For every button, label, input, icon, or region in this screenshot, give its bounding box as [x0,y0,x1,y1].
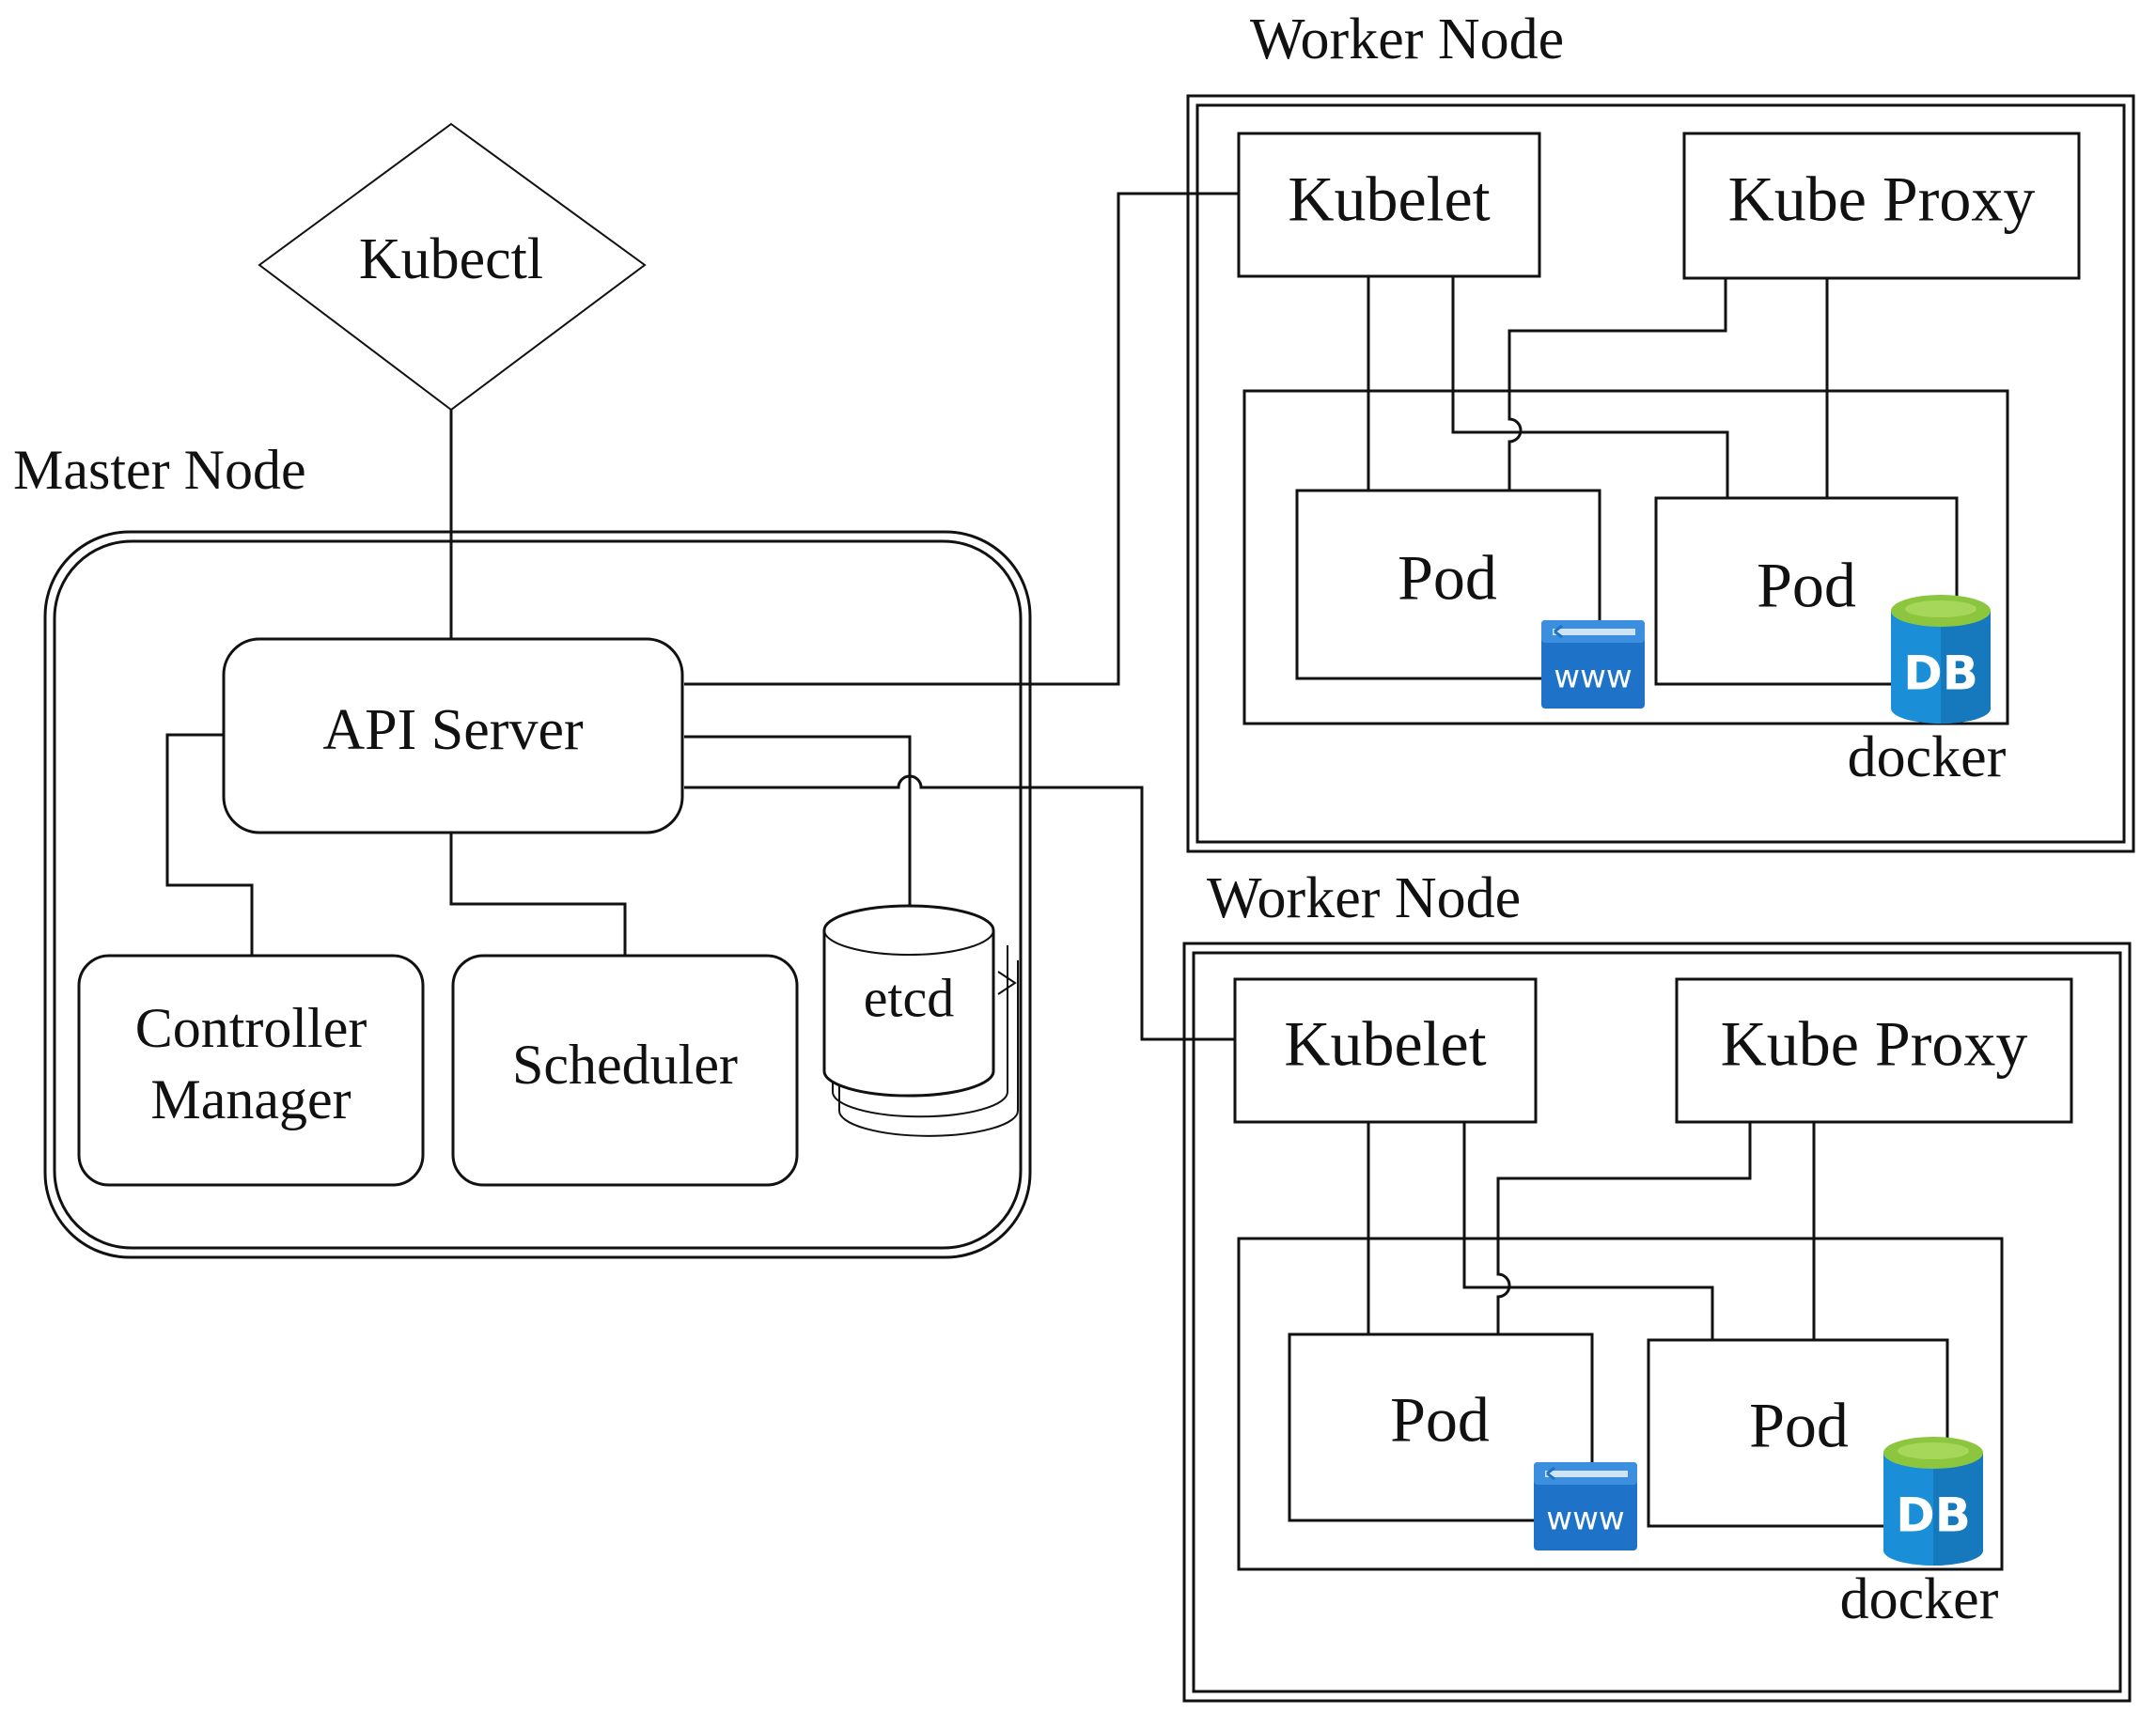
worker-1-docker-container [1242,389,2009,725]
controller-manager[interactable]: Controller Manager [77,954,425,1187]
worker-2-kubelet-to-pod-b-line [1462,1122,1714,1340]
worker-2-docker-label: docker [1840,1567,1999,1631]
worker-node-1-title: Worker Node [1250,8,1564,71]
worker-2-kubelet[interactable]: Kubelet [1233,977,1538,1124]
db-icon: DB [1883,1437,1983,1566]
api-to-scheduler-line [449,833,627,956]
api-to-etcd-line [684,735,912,921]
api-to-worker1-kubelet-line [684,192,1239,686]
www-icon: www [1541,620,1645,709]
api-to-controller-line [165,733,254,956]
worker-1-kube-proxy[interactable]: Kube Proxy [1682,132,2081,280]
controller-manager-label-line2: Manager [150,1068,351,1130]
www-icon: www [1534,1462,1637,1550]
etcd-datastore[interactable]: etcd [822,904,1019,1137]
db-icon-label: DB [1896,1488,1971,1543]
etcd-layer-2 [832,945,1008,1118]
master-node-title: Master Node [13,439,306,501]
master-node-frame [43,530,1032,1259]
www-icon-label: www [1546,1501,1624,1538]
worker-2-pod-b-label: Pod [1749,1390,1849,1461]
worker-2-kube-proxy[interactable]: Kube Proxy [1675,977,2073,1124]
api-server-label: API Server [322,698,584,762]
scheduler[interactable]: Scheduler [451,954,799,1187]
kubectl-label: Kubectl [359,227,543,291]
api-server[interactable]: API Server [222,637,684,834]
worker-2-docker-container [1237,1237,2004,1571]
worker-2-kube-proxy-label: Kube Proxy [1721,1008,2028,1080]
db-icon-label: DB [1903,647,1978,701]
db-icon: DB [1891,595,1991,724]
worker-node-1: Kubelet Kube Proxy Pod Pod www [1186,94,2135,853]
etcd-layer-3 [838,960,1019,1137]
worker-2-proxy-to-pod-a-line [1496,1122,1752,1334]
api-to-worker2-kubelet-line [684,774,1235,1041]
worker-node-2: Kubelet Kube Proxy Pod Pod www DB [1182,942,2132,1703]
controller-manager-label-line1: Controller [135,997,367,1059]
etcd-cylinder-body [822,904,995,1098]
worker-1-kube-proxy-label: Kube Proxy [1728,164,2036,235]
www-icon-label: www [1554,659,1632,696]
worker-1-kubelet-to-pod-b-line [1451,276,1729,498]
etcd-label: etcd [864,967,955,1028]
worker-2-kubelet-label: Kubelet [1284,1008,1486,1080]
worker-1-docker-label: docker [1848,725,2007,789]
worker-node-2-title: Worker Node [1207,866,1521,930]
worker-1-pod-b-label: Pod [1757,550,1856,621]
worker-1-proxy-to-pod-a-line [1508,278,1727,491]
worker-1-pod-a-label: Pod [1398,542,1497,614]
worker-2-pod-a-label: Pod [1390,1384,1490,1456]
worker-1-kubelet[interactable]: Kubelet [1237,132,1541,278]
worker-1-kubelet-label: Kubelet [1288,164,1490,235]
scheduler-label: Scheduler [512,1034,738,1096]
